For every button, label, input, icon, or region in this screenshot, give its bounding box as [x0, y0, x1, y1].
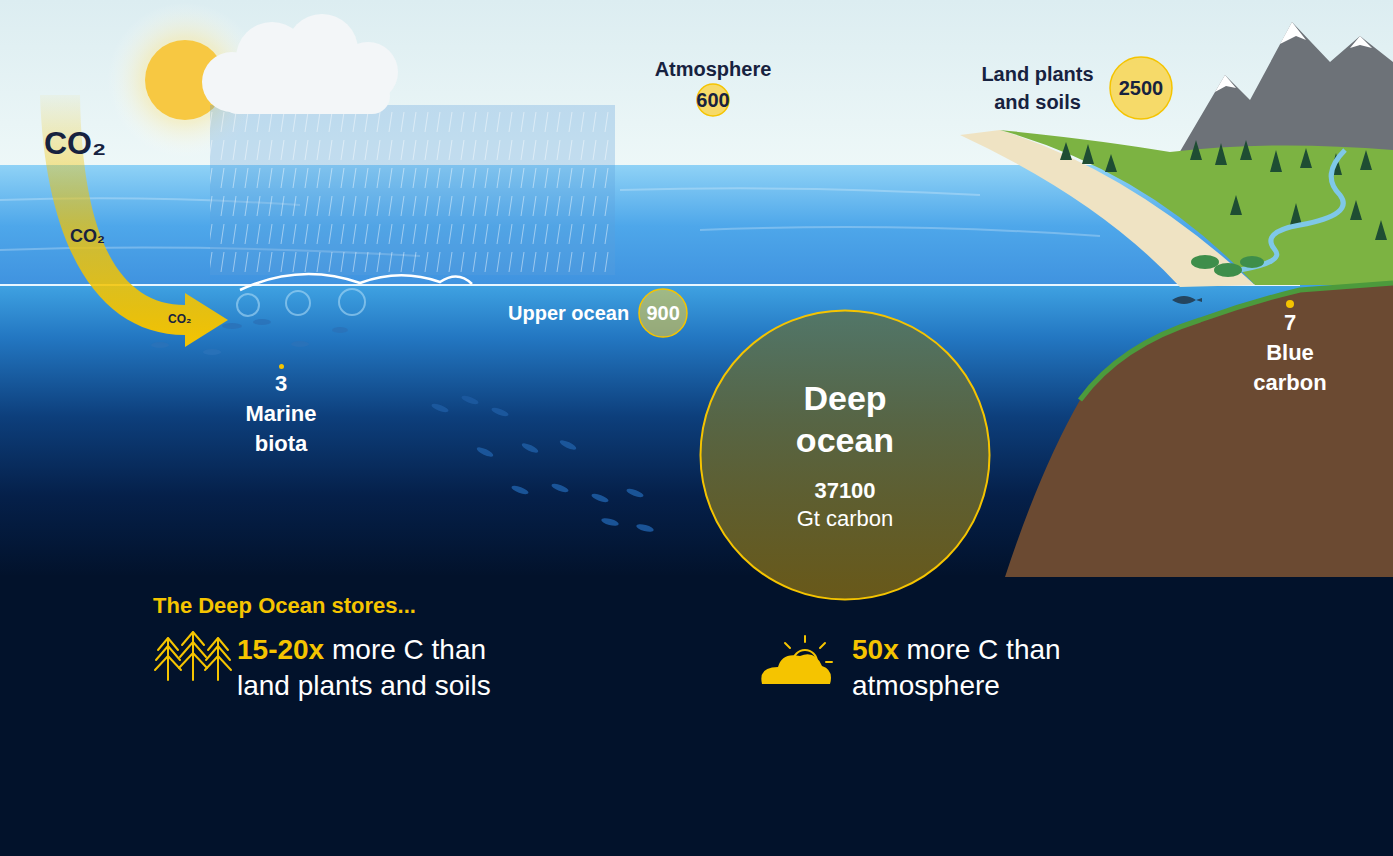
- fish: [291, 341, 309, 347]
- tree: [155, 638, 181, 680]
- storage-statement: 15-20xmore C than land plants and soils: [237, 632, 527, 704]
- fish: [491, 406, 510, 418]
- co2-label: CO₂: [44, 124, 106, 162]
- snow: [1280, 22, 1306, 44]
- carbon-value: 600: [696, 84, 729, 116]
- store-name: Blue carbon: [1243, 338, 1338, 398]
- deep-ocean-store: Deep ocean 37100Gt carbon: [699, 309, 991, 601]
- cliff: [1005, 283, 1393, 577]
- mangrove: [1240, 256, 1264, 268]
- fish: [601, 517, 620, 527]
- store-name: Marine biota: [234, 399, 329, 459]
- water-line: [0, 284, 1300, 286]
- carbon-value: 900: [639, 289, 687, 337]
- trees-icon: [155, 632, 231, 680]
- carbon-value: 3: [275, 371, 287, 397]
- river: [1240, 150, 1345, 270]
- turtle: [1172, 296, 1202, 304]
- bottom-panel: [0, 575, 1393, 856]
- fish: [203, 349, 221, 355]
- mangrove: [1214, 263, 1242, 277]
- fish: [151, 342, 169, 348]
- blue-carbon-store: 7Blue carbon: [1243, 298, 1338, 398]
- store-name: Gt carbon: [797, 505, 894, 533]
- store-name: Atmosphere: [655, 56, 772, 82]
- store-dot-shape: [1286, 300, 1294, 308]
- fish: [559, 438, 578, 451]
- sky: [0, 0, 1393, 170]
- store-name: Land plants and soils: [975, 60, 1100, 116]
- mangrove: [1191, 255, 1219, 269]
- swirl: [237, 294, 259, 316]
- fish: [551, 482, 570, 494]
- store-dot-shape: [279, 364, 284, 369]
- fish: [253, 319, 271, 325]
- weather-icon: [761, 636, 832, 684]
- tree: [205, 638, 231, 680]
- store-name: Upper ocean: [508, 300, 629, 326]
- fish: [332, 327, 348, 333]
- cloud-icon: [761, 654, 831, 684]
- ratio-value: 15-20x: [237, 634, 324, 665]
- atmosphere-store: Atmosphere600: [655, 56, 772, 116]
- rain-shade: [210, 105, 615, 275]
- green-land: [1000, 130, 1393, 285]
- snow: [1350, 36, 1372, 48]
- swirls: [237, 289, 365, 316]
- fish: [431, 402, 450, 414]
- upper-ocean-store: Upper ocean 900: [508, 289, 687, 337]
- fish: [476, 445, 495, 458]
- summary-heading: The Deep Ocean stores...: [153, 593, 416, 619]
- fish: [636, 523, 655, 533]
- fish: [461, 394, 480, 406]
- fish: [591, 492, 610, 504]
- swirl: [286, 291, 310, 315]
- co2-label: CO₂: [168, 312, 191, 326]
- deep-fish: [431, 394, 655, 533]
- swirl: [339, 289, 365, 315]
- fish: [626, 487, 645, 499]
- rain: [210, 105, 615, 275]
- store-circle-shape: [1110, 57, 1172, 119]
- seagrass: [1080, 283, 1393, 400]
- snow: [1215, 75, 1236, 92]
- mangroves: [1191, 255, 1264, 277]
- store-circle-shape: [697, 84, 729, 116]
- storage-statement: 50xmore C than atmosphere: [852, 632, 1082, 704]
- co2-label: CO₂: [70, 226, 105, 248]
- fish: [521, 441, 540, 454]
- store-circle-shape: [701, 311, 990, 600]
- cloud: [202, 14, 398, 114]
- store-dot: [277, 362, 286, 371]
- store-dot: [1284, 298, 1296, 310]
- store-name: 37100: [814, 477, 875, 505]
- carbon-value: 7: [1284, 310, 1296, 336]
- store-name: Deep ocean: [760, 377, 930, 461]
- wave: [240, 274, 472, 290]
- carbon-value: 2500: [1110, 57, 1172, 119]
- tree: [179, 632, 207, 680]
- fish: [511, 484, 530, 496]
- fish: [222, 323, 242, 329]
- co2-arrow: [40, 95, 228, 347]
- store-circle-shape: [639, 289, 687, 337]
- marine-biota-store: 3Marine biota: [234, 362, 329, 459]
- land-store: Land plants and soils2500: [975, 57, 1172, 119]
- cloud-base: [220, 78, 390, 114]
- ratio-value: 50x: [852, 634, 899, 665]
